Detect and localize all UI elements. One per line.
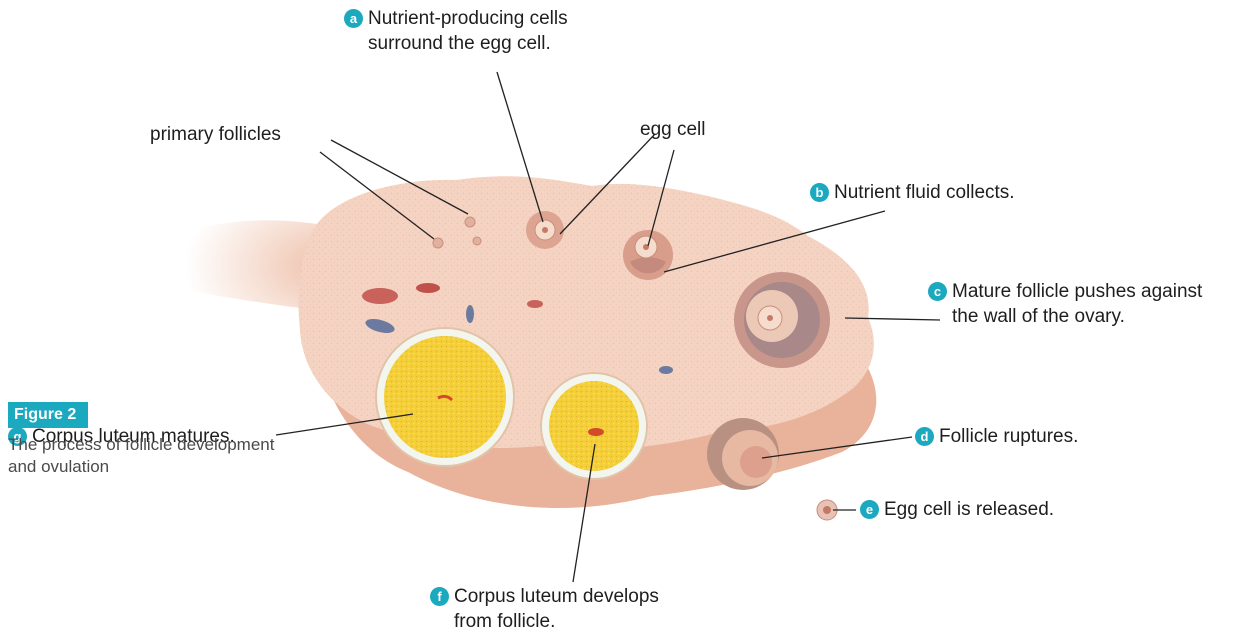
- badge-d: d: [915, 427, 934, 446]
- blood-vessel-blue: [466, 305, 474, 323]
- blood-vessel-red: [527, 300, 543, 308]
- blood-vessel-blue: [659, 366, 673, 374]
- badge-f: f: [430, 587, 449, 606]
- blood-vessel-red: [362, 288, 398, 304]
- primary-follicle: [433, 238, 443, 248]
- figure-number: Figure 2: [8, 402, 88, 428]
- primary-follicle: [473, 237, 481, 245]
- badge-a: a: [344, 9, 363, 28]
- badge-e: e: [860, 500, 879, 519]
- primary-follicle: [465, 217, 475, 227]
- figure-caption: The process of follicle development and …: [8, 434, 298, 478]
- badge-c: c: [928, 282, 947, 301]
- label-egg-cell: egg cell: [640, 117, 706, 142]
- badge-b: b: [810, 183, 829, 202]
- label-primary-follicles: primary follicles: [150, 122, 281, 147]
- blood-vessel-red: [416, 283, 440, 293]
